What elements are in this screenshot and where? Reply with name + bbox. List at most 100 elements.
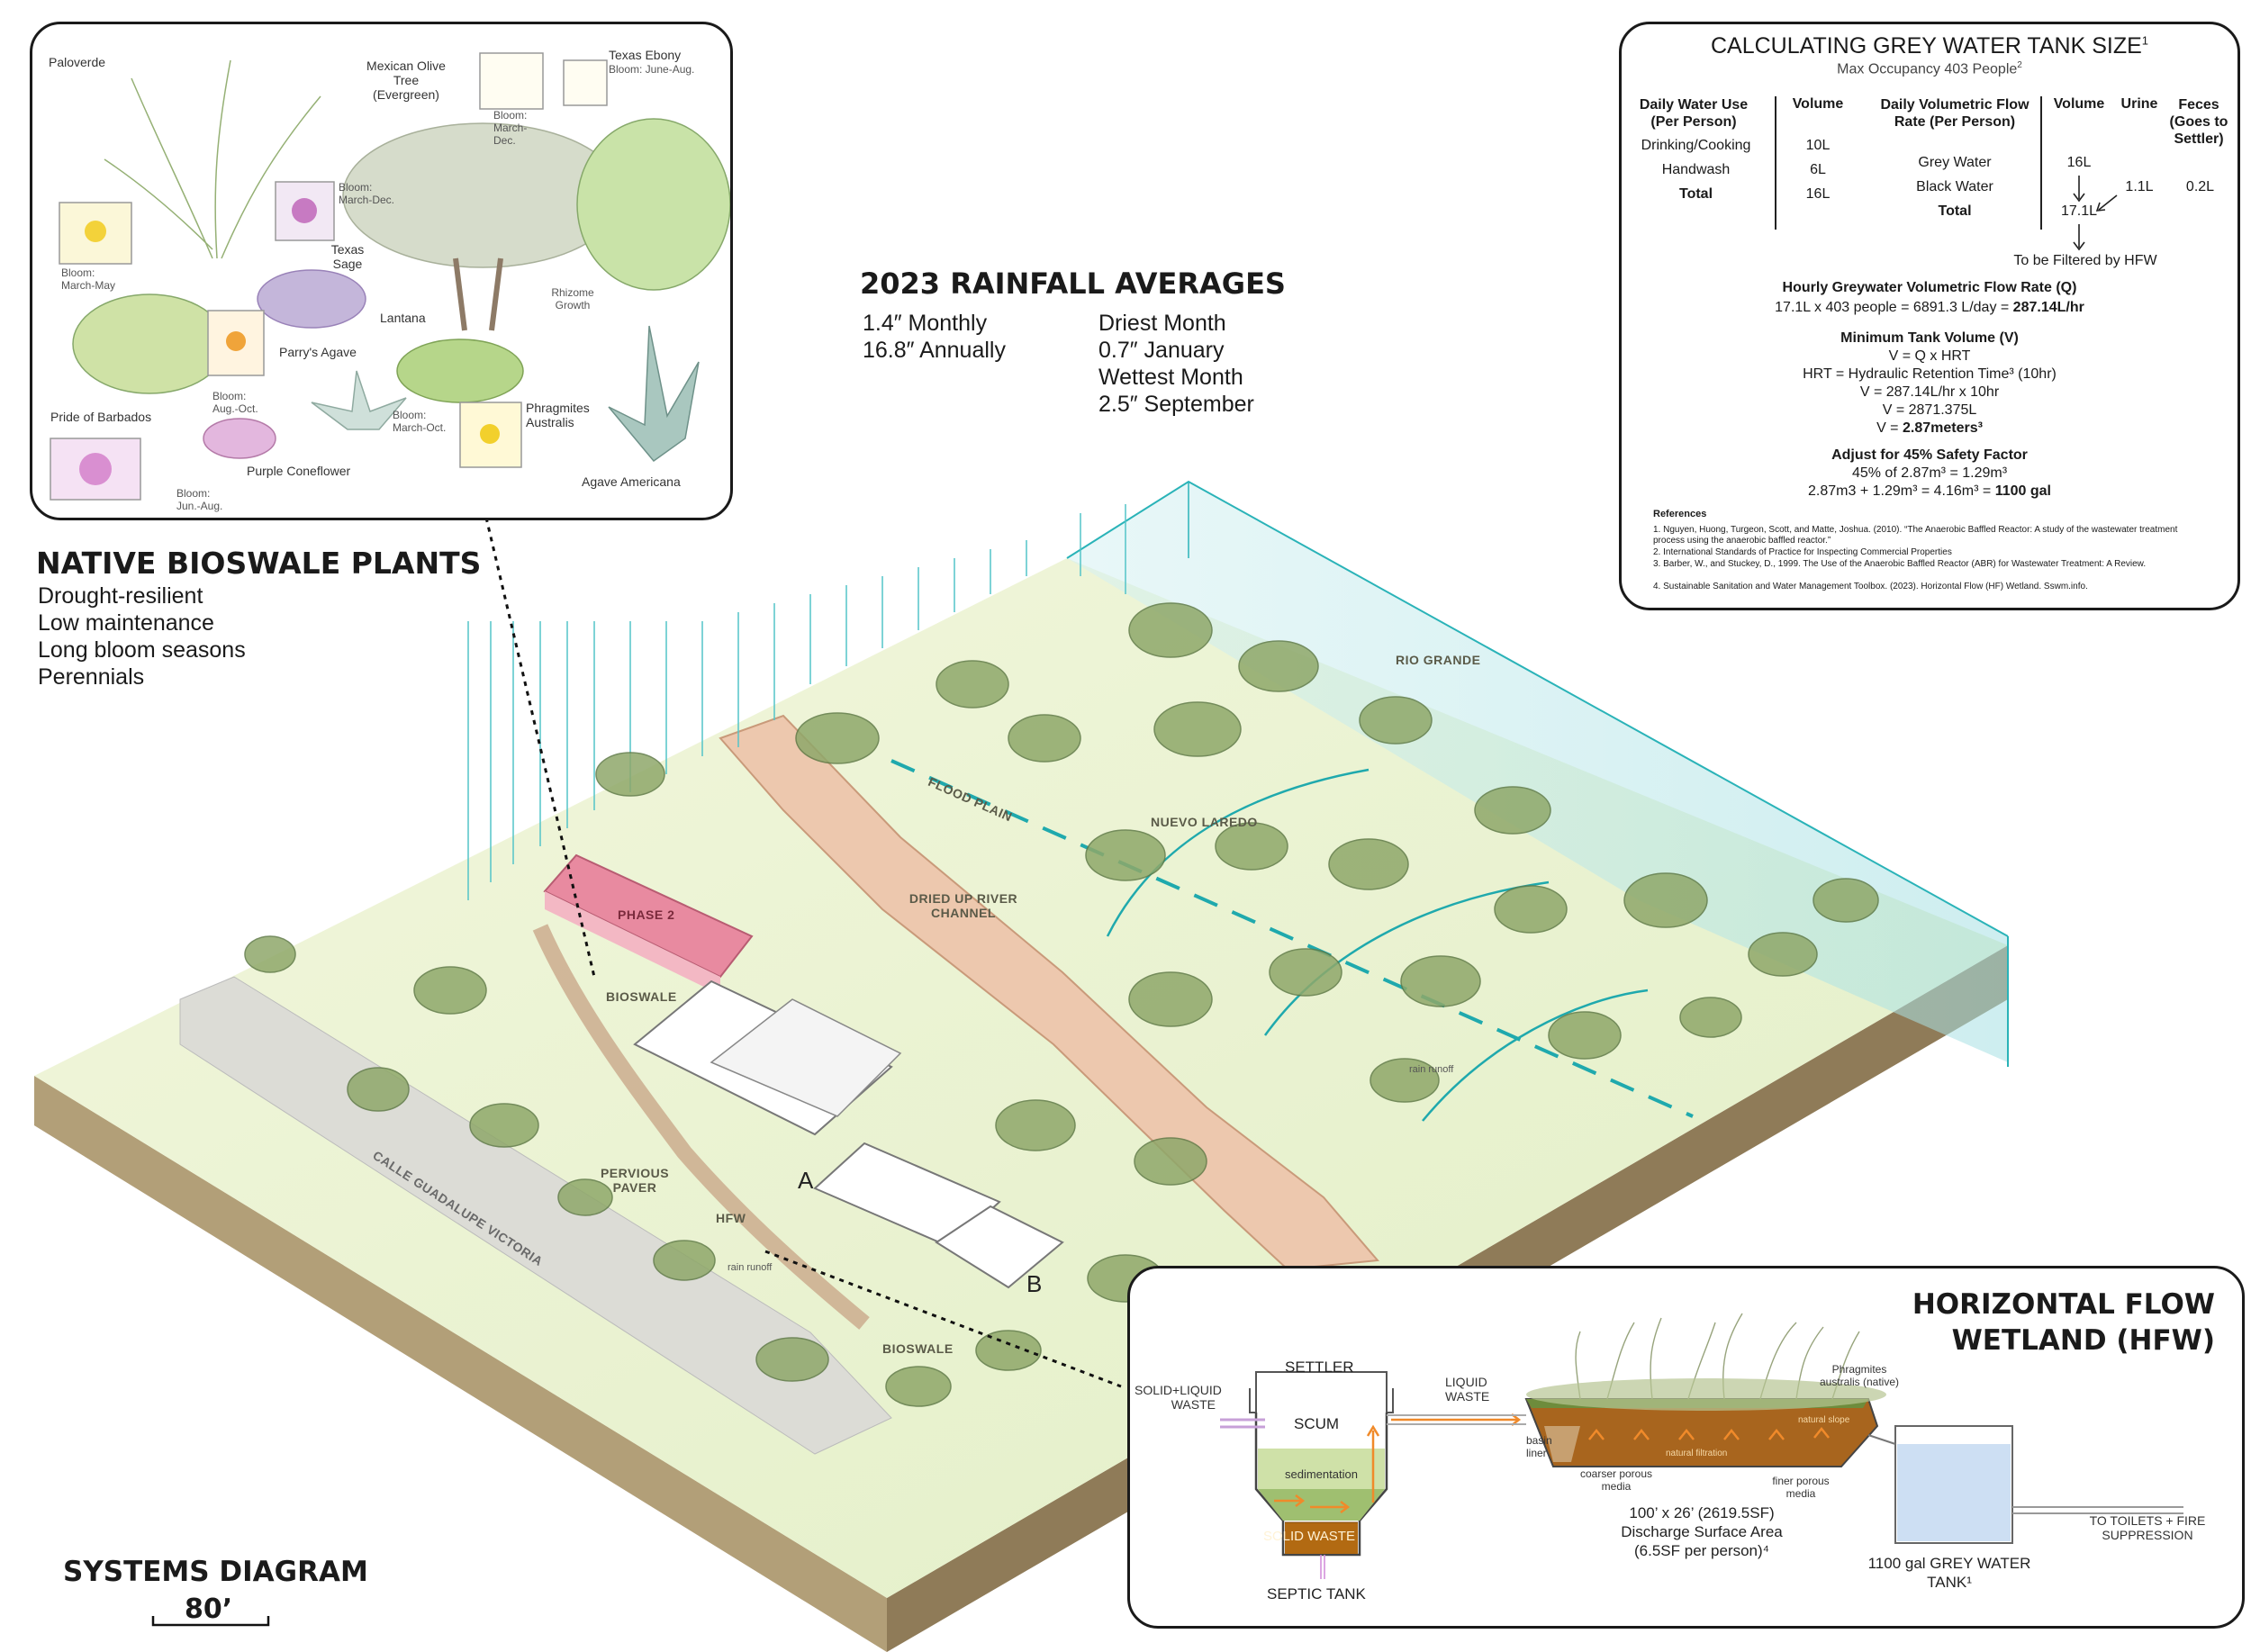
plants-section-title: NATIVE BIOSWALE PLANTS (36, 546, 482, 581)
hfw-solid-waste-label: SOLID WASTE (1263, 1529, 1355, 1544)
flood-plain-line (890, 759, 1694, 1118)
plant-trait-3: Long bloom seasons (38, 637, 246, 663)
plant-texas-sage-bloom: Bloom: March-Dec. (339, 181, 395, 206)
hfw-tank-line2: TANK¹ (1927, 1574, 1972, 1591)
rainfall-driest-value: 0.7″ January (1098, 338, 1225, 363)
hfw-coarser-label: coarser porous media (1579, 1467, 1653, 1493)
label-phase2: PHASE 2 (618, 907, 675, 922)
rainfall-wettest-label: Wettest Month (1098, 365, 1243, 390)
table1-item-drinking: Drinking/Cooking (1641, 138, 1751, 153)
rainfall-wettest-value: 2.5″ September (1098, 392, 1254, 417)
hfw-finer-label: finer porous media (1772, 1475, 1830, 1500)
min-volume-line-2: HRT = Hydraulic Retention Time³ (10hr) (1803, 366, 2057, 382)
safety-line-2: 2.87m3 + 1.29m³ = 4.16m³ = 1100 gal (1808, 483, 2051, 499)
references-title: References (1653, 509, 1707, 519)
plant-parrys-agave: Parry's Agave (279, 345, 357, 359)
rain-lines (467, 504, 1126, 900)
calc-subtitle: Max Occupancy 403 People2 (1837, 60, 2022, 77)
hfw-panel: HORIZONTAL FLOW WETLAND (HFW) SETTLER SO… (1127, 1266, 2245, 1629)
rainfall-title: 2023 RAINFALL AVERAGES (860, 266, 1286, 301)
label-pervious-paver: PERVIOUS PAVER (600, 1166, 670, 1195)
hfw-tank-line1: 1100 gal GREY WATER (1867, 1555, 2031, 1572)
plants-panel: Paloverde Mexican Olive Tree (Evergreen)… (30, 22, 733, 520)
table2-arrows (2073, 176, 2118, 251)
hfw-solid-liquid-label: SOLID+LIQUID WASTE (1135, 1383, 1222, 1413)
section-marker-b: B (1026, 1270, 1043, 1297)
scale-bar (151, 1616, 270, 1627)
table1-item-total: Total (1678, 186, 1713, 202)
plant-trait-1: Drought-resilient (38, 583, 203, 609)
hfw-toilets-label: TO TOILETS + FIRE SUPPRESSION (2089, 1513, 2206, 1543)
label-nuevo-laredo: NUEVO LAREDO (1151, 815, 1258, 829)
table2-header-flow: Daily Volumetric Flow Rate (Per Person) (1880, 97, 2030, 131)
hfw-dims-line2: Discharge Surface Area (1621, 1523, 1783, 1540)
plant-mexican-olive: Mexican Olive Tree (Evergreen) (366, 59, 446, 103)
hfw-sedimentation-label: sedimentation (1285, 1467, 1358, 1481)
safety-line-1: 45% of 2.87m³ = 1.29m³ (1851, 465, 2008, 481)
min-volume-result: V = 2.87meters³ (1876, 420, 1983, 436)
hfw-section-drawing (1220, 1313, 2183, 1579)
plant-mexican-olive-bloom: Bloom: March-Dec. (493, 109, 528, 147)
table1-divider (1775, 96, 1776, 230)
table2-total: Total (1938, 203, 1972, 219)
rio-grande-water (1067, 482, 2008, 1062)
table2-header-volume: Volume (2053, 96, 2105, 112)
table2-header-feces: Feces (Goes to Settler) (2169, 97, 2228, 148)
table2-grey-water: Grey Water (1918, 155, 1992, 170)
label-rain-runoff-right: rain runoff (1409, 1064, 1454, 1075)
plant-texas-ebony-bloom: Bloom: June-Aug. (609, 63, 695, 76)
hourly-equation: 17.1L x 403 people = 6891.3 L/day = 287.… (1775, 300, 2084, 315)
min-volume-line-4: V = 2871.375L (1882, 402, 1977, 418)
hfw-natural-filtration-label: natural filtration (1666, 1449, 1728, 1458)
safety-title: Adjust for 45% Safety Factor (1831, 447, 2028, 463)
trees (244, 602, 1879, 1407)
plant-parrys-bloom: Bloom: Aug.-Oct. (212, 390, 258, 415)
hfw-septic-label: SEPTIC TANK (1267, 1585, 1366, 1602)
plant-trait-2: Low maintenance (38, 610, 214, 636)
plant-lantana: Lantana (380, 311, 426, 325)
label-rio-grande: RIO GRANDE (1396, 653, 1481, 667)
paths (532, 924, 870, 1330)
plant-texas-ebony: Texas Ebony (609, 48, 682, 62)
table2-urine-volume: 1.1L (2125, 179, 2154, 194)
min-volume-line-1: V = Q x HRT (1888, 348, 1971, 364)
hfw-title-line2: WETLAND (HFW) (1951, 1324, 2215, 1357)
plant-lantana-bloom: Bloom: March-Oct. (393, 409, 447, 434)
table1-vol-drinking: 10L (1805, 138, 1831, 153)
rainfall-monthly: 1.4″ Monthly (863, 311, 988, 336)
hfw-natural-slope-label: natural slope (1798, 1415, 1850, 1425)
plant-paloverde: Paloverde (49, 55, 106, 69)
dried-river-channel (719, 714, 1380, 1271)
table2-grey-volume: 16L (2066, 155, 2092, 170)
rainfall-annually: 16.8″ Annually (863, 338, 1006, 363)
hfw-basin-liner-label: basin liner (1526, 1434, 1552, 1459)
section-marker-a: A (798, 1167, 814, 1194)
table2-feces-volume: 0.2L (2185, 179, 2215, 194)
plant-texas-sage: Texas Sage (330, 242, 365, 272)
label-bioswale-top: BIOSWALE (606, 989, 677, 1004)
reference-2: 2. International Standards of Practice f… (1653, 547, 1952, 557)
plant-agave-americana: Agave Americana (582, 474, 681, 489)
table1-header-volume: Volume (1792, 96, 1844, 112)
hfw-dims-line1: 100’ x 26’ (2619.5SF) (1629, 1504, 1775, 1521)
reference-4: 4. Sustainable Sanitation and Water Mana… (1653, 582, 2088, 591)
table2-header-urine: Urine (2120, 96, 2158, 112)
plant-coneflower-bloom: Bloom: Jun.-Aug. (176, 487, 223, 512)
table1-header-use: Daily Water Use (Per Person) (1639, 97, 1749, 131)
calc-title: CALCULATING GREY WATER TANK SIZE1 (1710, 33, 2149, 59)
label-hfw: HFW (716, 1211, 746, 1225)
hfw-leader (764, 1250, 1122, 1388)
plant-illustrations (50, 52, 730, 501)
runoff-arrows (1106, 768, 1649, 1122)
plant-trait-4: Perennials (38, 664, 145, 690)
hfw-scum-label: SCUM (1294, 1415, 1340, 1432)
table1-vol-handwash: 6L (1810, 162, 1826, 177)
table2-divider (2040, 96, 2042, 230)
label-rain-runoff-left: rain runoff (728, 1262, 773, 1273)
table2-total-volume: 17.1L (2060, 203, 2098, 219)
reference-3: 3. Barber, W., and Stuckey, D., 1999. Th… (1653, 559, 2147, 569)
min-volume-title: Minimum Tank Volume (V) (1840, 330, 2019, 346)
hfw-title-line1: HORIZONTAL FLOW (1912, 1288, 2215, 1321)
plant-purple-coneflower: Purple Coneflower (247, 464, 351, 478)
label-bioswale-bottom: BIOSWALE (882, 1341, 954, 1356)
